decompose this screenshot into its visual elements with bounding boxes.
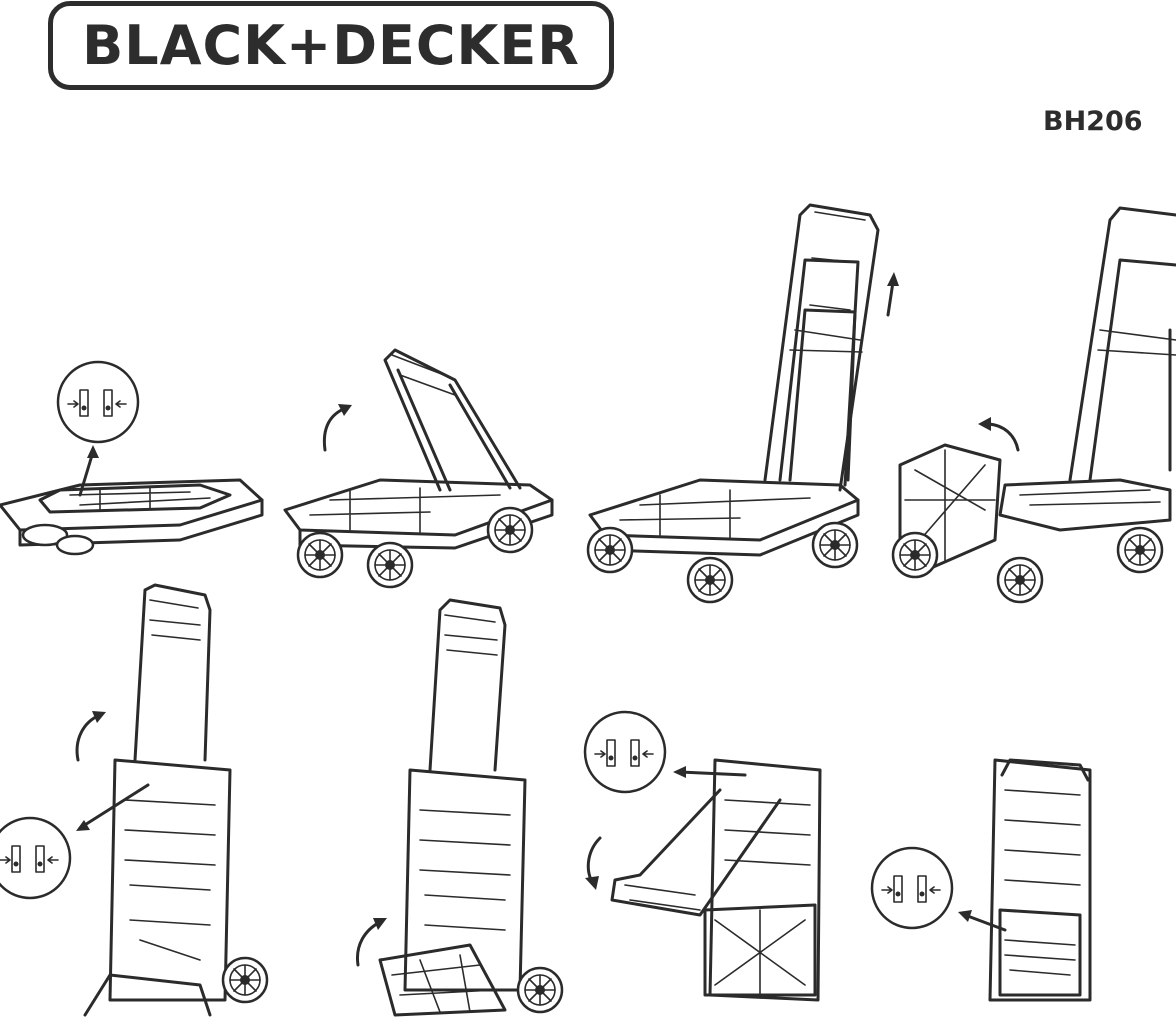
step-extend-handle [586, 203, 899, 604]
brand-logo-text: BLACK+DECKER [82, 13, 580, 77]
step-fold-nose [355, 598, 564, 1017]
curved-arrow-icon [586, 836, 602, 884]
curved-arrow-icon [322, 406, 348, 452]
lock-detail-icon [583, 710, 667, 794]
model-number: BH206 [1043, 106, 1143, 137]
lock-detail-icon [0, 816, 72, 900]
step-raise-handle [283, 348, 554, 589]
lock-detail-icon [56, 360, 140, 444]
step-folded-upright [870, 758, 1092, 1002]
up-arrow-icon [886, 280, 895, 317]
lock-detail-icon [870, 846, 954, 930]
brand-logo: BLACK+DECKER [48, 1, 614, 90]
step-fold-platform [891, 206, 1176, 604]
curved-arrow-icon [986, 422, 1020, 452]
step-tilt-upright [0, 583, 269, 1017]
curved-arrow-icon [355, 920, 382, 967]
step-folded-cart [0, 360, 264, 556]
step-fold-handle [583, 710, 822, 1002]
